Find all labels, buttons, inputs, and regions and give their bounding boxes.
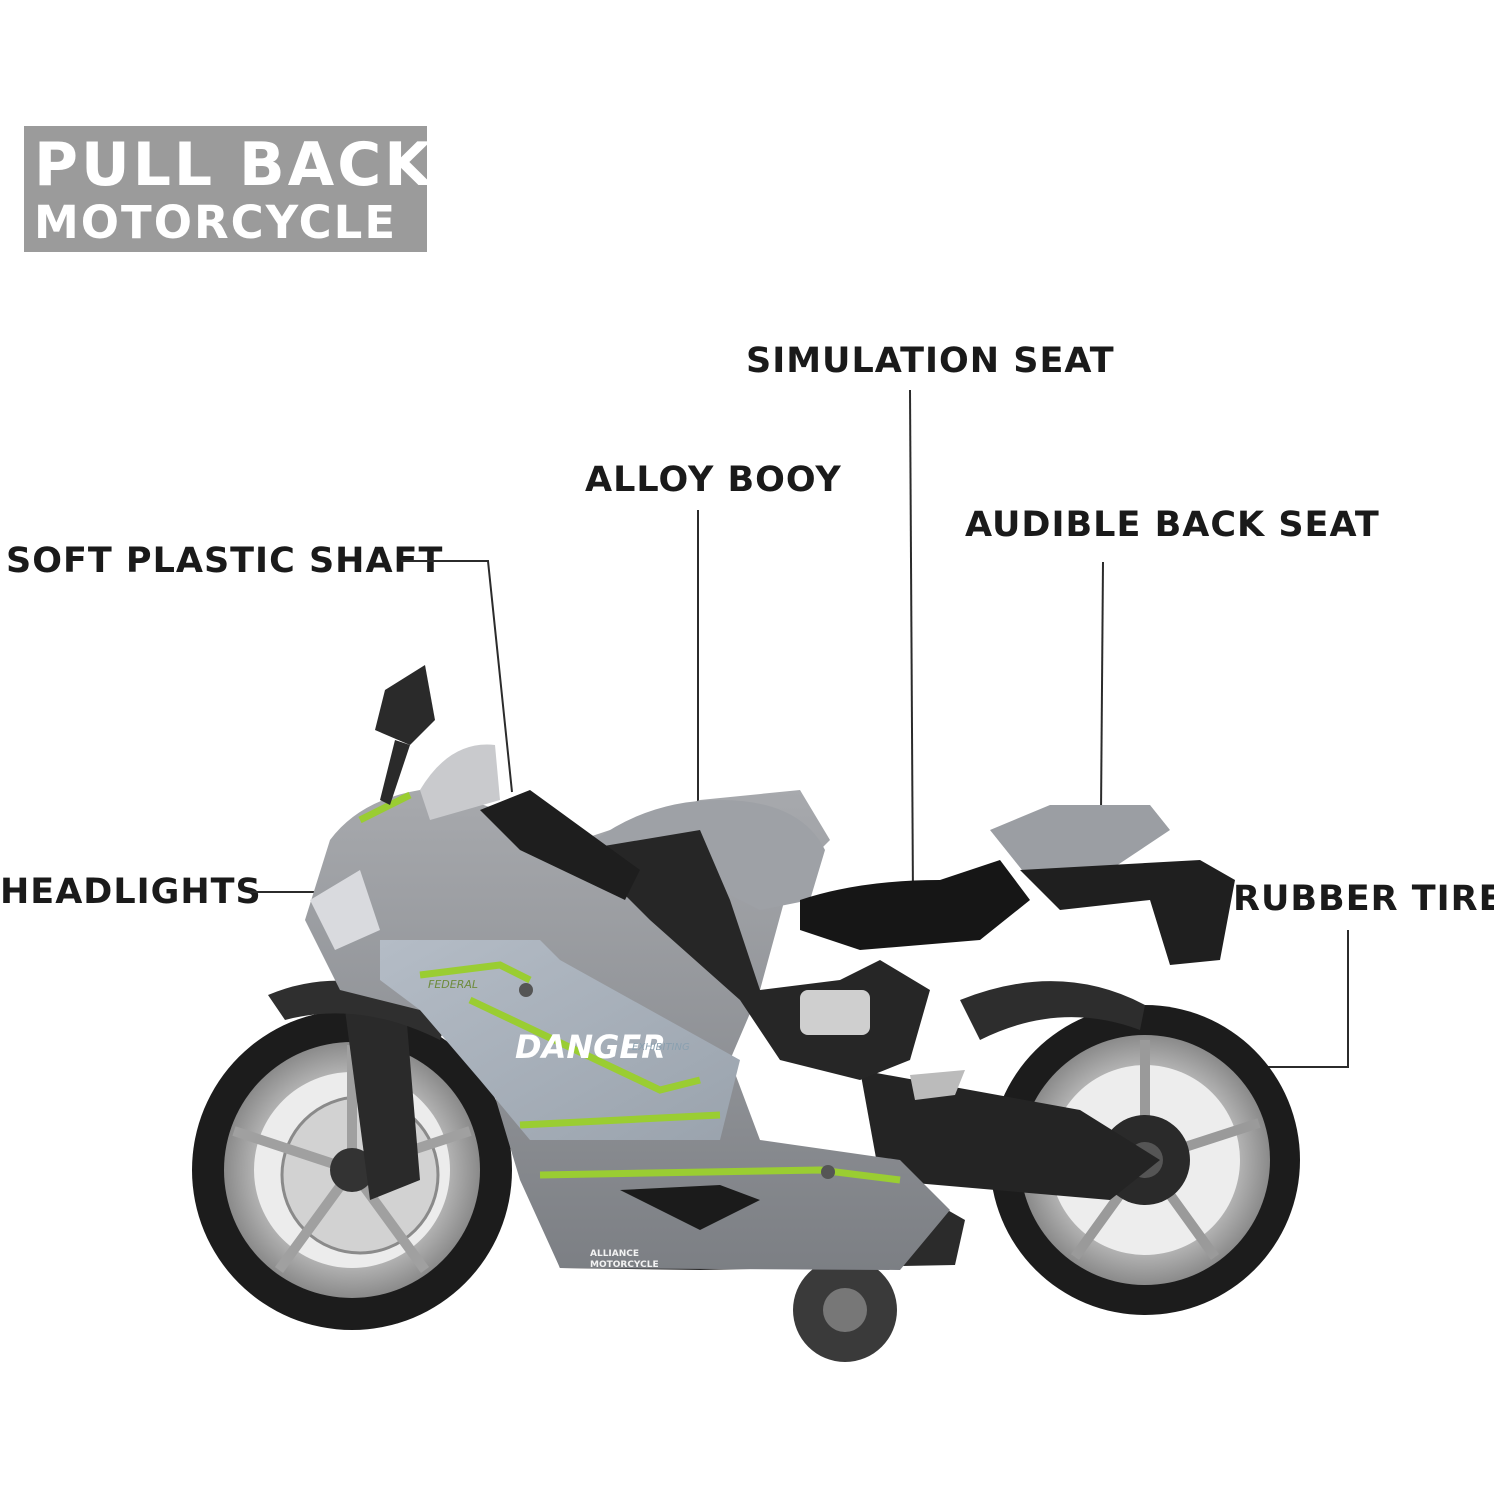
title-line-1: PULL BACK [34,130,434,200]
tail-under [1020,860,1235,965]
front-fork [345,1000,420,1200]
mirror [375,665,435,745]
label-headlights: HEADLIGHTS [0,872,262,912]
handlebar [480,790,640,900]
title-line-2: MOTORCYCLE [34,196,398,249]
windscreen [420,744,500,820]
decal-logo-line1: ALLIANCE [590,1249,639,1259]
green-stripes [358,791,901,1184]
front-wheel [192,1010,512,1330]
rear-set [910,1070,965,1100]
label-soft-plastic-shaft: SOFT PLASTIC SHAFT [6,541,444,581]
rider-seat [800,860,1030,950]
leader-soft-plastic-shaft [401,560,513,793]
mirror-stem [380,740,410,805]
headlight [310,870,380,950]
rear-swingarm [860,1070,1160,1200]
leader-audible-back-seat [1100,561,1104,813]
decal-small-sub: EXHIBITING [632,1042,690,1053]
screw [821,1165,835,1179]
screw [519,983,533,997]
leader-simulation-seat [909,389,914,901]
side-vent [620,1185,760,1230]
decal-logo-line2: MOTORCYCLE [590,1260,659,1270]
decal-small-top: FEDERAL [428,978,478,991]
tail-section [990,805,1170,880]
footpeg-plate [800,990,870,1035]
label-simulation-seat: SIMULATION SEAT [746,341,1115,381]
label-alloy-body: ALLOY BOOY [585,460,842,500]
label-audible-back-seat: AUDIBLE BACK SEAT [965,505,1380,545]
label-rubber-tires: RUBBER TIRES [1233,879,1494,919]
leader-lines [250,389,1349,1068]
title-badge: PULL BACK MOTORCYCLE [24,126,434,252]
rear-fender [960,981,1145,1040]
decal-brand: DANGER [515,1028,666,1066]
